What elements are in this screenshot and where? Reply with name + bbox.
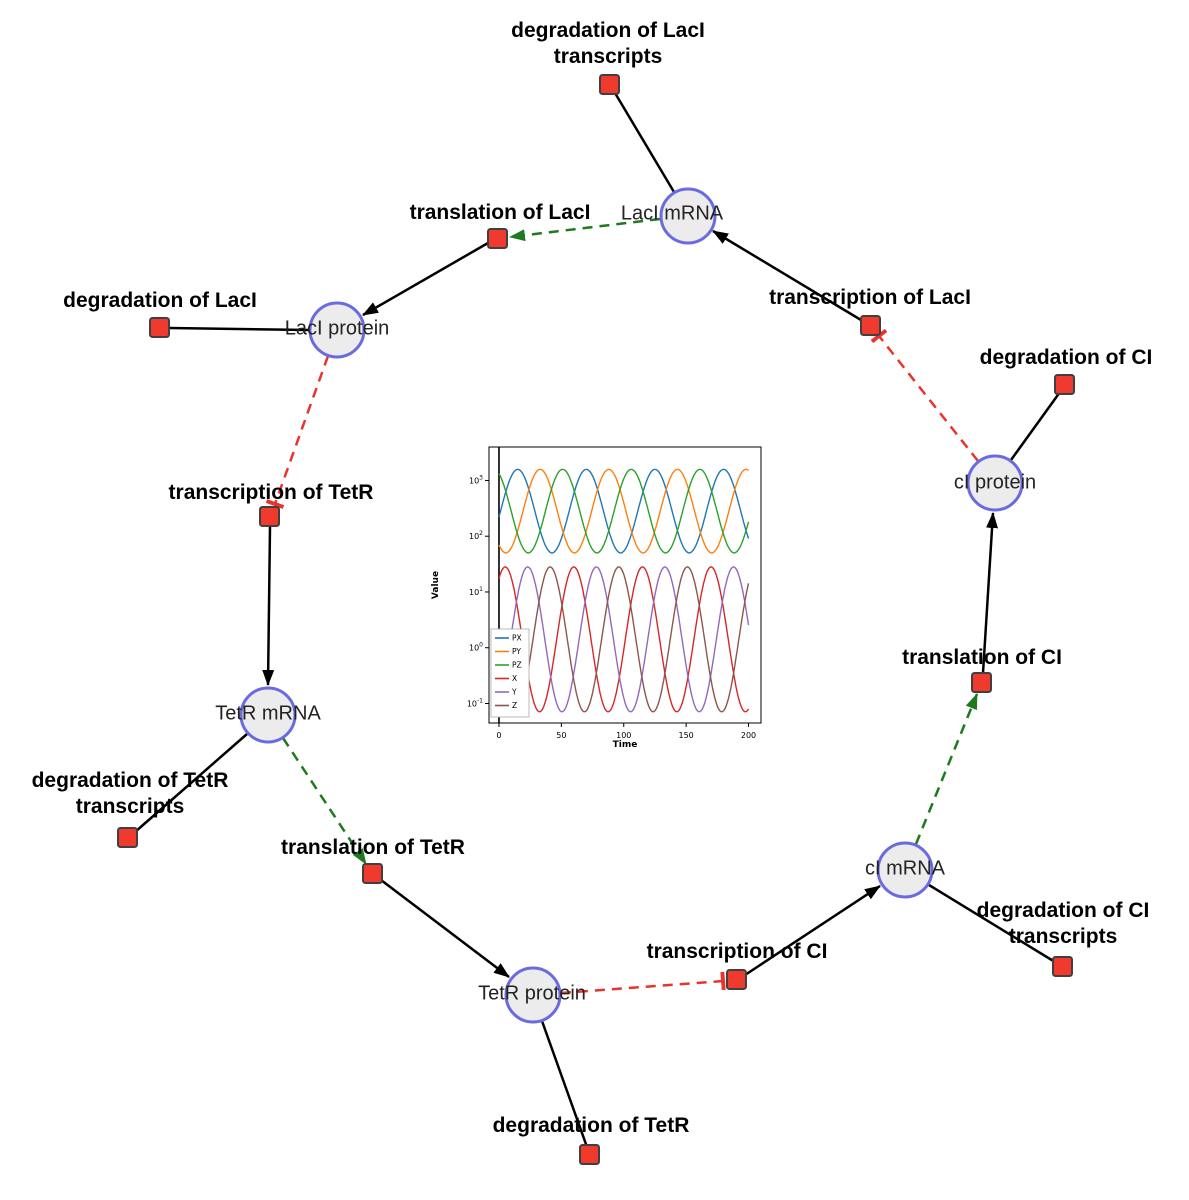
- label-laci-mrna: LacI mRNA: [620, 202, 724, 225]
- reaction-node-translation-laci[interactable]: [487, 228, 508, 249]
- label-laci-protein: LacI protein: [284, 317, 390, 340]
- reaction-node-translation-ci[interactable]: [971, 672, 992, 693]
- series-PZ: [498, 468, 750, 554]
- edge-transcription-laci-laci-mrna: [712, 229, 862, 322]
- y-axis-label: Value: [431, 571, 441, 599]
- edge-tetr-protein-deg-tetr: [540, 1020, 589, 1148]
- legend-entry-Z: Z: [512, 701, 517, 710]
- edge-laci-protein-inhibits-transcription-tetr: [265, 355, 330, 509]
- edge-translation-ci-ci-protein: [981, 512, 999, 674]
- reaction-node-deg-tetr[interactable]: [579, 1144, 600, 1165]
- label-deg-laci: degradation of LacI: [63, 288, 257, 312]
- x-tick-label: 100: [616, 731, 631, 740]
- edge-laci-protein-deg-laci: [169, 326, 310, 332]
- series-PX: [498, 468, 750, 554]
- reaction-node-transcription-tetr[interactable]: [259, 506, 280, 527]
- x-tick-label: 50: [556, 731, 566, 740]
- legend-entry-Y: Y: [511, 688, 517, 697]
- x-tick-label: 200: [741, 731, 756, 740]
- legend-entry-PX: PX: [512, 634, 522, 643]
- label-transcription-tetr: transcription of TetR: [168, 480, 374, 504]
- y-tick-label: 100: [469, 642, 483, 653]
- edge-laci-mrna-deg-laci-transcripts: [613, 92, 676, 193]
- edge-tetr-mrna-deg-tetr-transcripts: [134, 733, 248, 833]
- chart-legend: PX PY PZ XYZ: [490, 628, 530, 718]
- y-tick-label: 10-1: [467, 697, 483, 708]
- reaction-node-deg-ci[interactable]: [1054, 374, 1075, 395]
- label-deg-tetr-transcripts: degradation of TetR transcripts: [31, 768, 229, 818]
- edge-ci-protein-inhibits-transcription-laci: [870, 328, 979, 462]
- label-deg-laci-transcripts: degradation of LacI transcripts: [511, 18, 705, 68]
- y-tick-label: 102: [469, 530, 483, 541]
- species-node-tetr-protein[interactable]: [504, 966, 562, 1024]
- species-node-tetr-mrna[interactable]: [239, 686, 297, 744]
- label-deg-ci-transcripts: degradation of CI transcripts: [976, 898, 1150, 948]
- reaction-node-transcription-ci[interactable]: [726, 969, 747, 990]
- label-translation-tetr: translation of TetR: [281, 835, 465, 859]
- edge-tetr-mrna-translation-tetr-modifier: [281, 737, 368, 865]
- edge-ci-mrna-deg-ci-transcripts: [928, 883, 1056, 964]
- edge-transcription-ci-ci-mrna: [744, 884, 881, 977]
- species-node-ci-protein[interactable]: [966, 454, 1024, 512]
- label-ci-mrna: cI mRNA: [865, 857, 945, 880]
- edge-ci-mrna-translation-ci-modifier: [914, 693, 979, 845]
- label-deg-tetr: degradation of TetR: [492, 1113, 690, 1137]
- series-Y: [498, 566, 750, 713]
- reaction-node-deg-ci-transcripts[interactable]: [1052, 956, 1073, 977]
- edge-ci-protein-deg-ci: [1009, 391, 1062, 461]
- label-transcription-ci: transcription of CI: [646, 939, 828, 963]
- series-Z: [498, 566, 750, 713]
- x-axis-label: Time: [613, 740, 638, 750]
- label-translation-laci: translation of LacI: [409, 200, 591, 224]
- edge-laci-mrna-translation-laci-modifier: [509, 217, 661, 242]
- reaction-node-transcription-laci[interactable]: [860, 315, 881, 336]
- series-X: [498, 566, 750, 713]
- legend-entry-PZ: PZ: [512, 661, 522, 670]
- label-ci-protein: cI protein: [953, 471, 1037, 494]
- label-translation-ci: translation of CI: [902, 645, 1062, 669]
- reaction-node-deg-laci[interactable]: [149, 317, 170, 338]
- y-tick-label: 101: [469, 586, 483, 597]
- species-node-ci-mrna[interactable]: [876, 841, 934, 899]
- x-tick-label: 0: [496, 731, 501, 740]
- legend-entry-X: X: [512, 674, 517, 683]
- series-PY: [498, 468, 749, 554]
- label-tetr-mrna: TetR mRNA: [215, 702, 321, 725]
- reaction-node-translation-tetr[interactable]: [362, 863, 383, 884]
- edge-transcription-tetr-tetr-mrna: [262, 526, 275, 686]
- label-tetr-protein: TetR protein: [478, 982, 586, 1005]
- edge-translation-tetr-tetr-protein: [380, 879, 510, 978]
- species-node-laci-protein[interactable]: [308, 301, 366, 359]
- label-deg-ci: degradation of CI: [979, 345, 1153, 369]
- edge-translation-laci-laci-protein: [362, 241, 489, 317]
- species-node-laci-mrna[interactable]: [659, 187, 717, 245]
- x-tick-label: 150: [678, 731, 693, 740]
- reaction-node-deg-tetr-transcripts[interactable]: [117, 827, 138, 848]
- plot-area: [488, 446, 762, 724]
- reaction-node-deg-laci-transcripts[interactable]: [599, 74, 620, 95]
- label-transcription-laci: transcription of LacI: [769, 285, 971, 309]
- y-tick-label: 103: [469, 474, 483, 485]
- legend-entry-PY: PY: [512, 647, 521, 656]
